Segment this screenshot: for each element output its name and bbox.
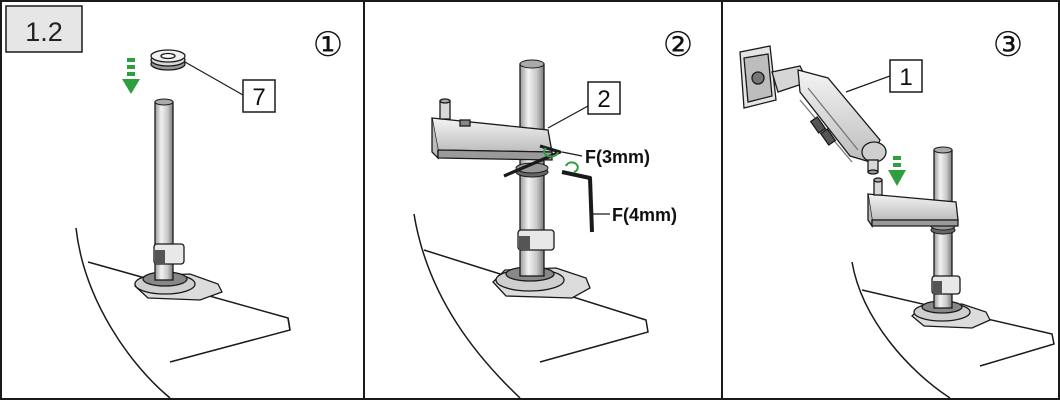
tool-label-3mm: F(3mm) — [585, 147, 650, 167]
pole — [930, 146, 961, 309]
hex-key-4mm — [561, 170, 594, 233]
part-number-2: 2 — [597, 86, 610, 113]
panel-3: ③ — [739, 26, 1055, 399]
part-number-7: 7 — [252, 84, 265, 111]
down-arrow — [888, 156, 906, 186]
leader-line-7 — [184, 61, 244, 96]
panel-1-step-number: ① — [313, 26, 343, 64]
step-label: 1.2 — [25, 17, 63, 47]
down-arrow — [122, 58, 140, 94]
clamp-base — [911, 300, 991, 329]
leader-line-1 — [845, 75, 891, 93]
panel-1: ① — [75, 26, 343, 399]
pole — [153, 98, 185, 281]
panel-2: ② — [413, 26, 693, 399]
gas-spring-arm-part-1 — [771, 65, 887, 175]
clamp-base — [134, 271, 223, 301]
extension-arm — [867, 177, 959, 229]
clamp-base — [492, 266, 591, 299]
panel-3-step-number: ③ — [993, 26, 1023, 64]
leader-line-2 — [547, 105, 589, 129]
rotation-arrow-icon — [543, 147, 579, 173]
vesa-plate — [739, 45, 777, 109]
pole — [515, 59, 555, 277]
part-callout-1: 1 — [889, 59, 923, 93]
tool-label-4mm: F(4mm) — [612, 205, 677, 225]
part-callout-2: 2 — [587, 81, 621, 115]
hex-key-3mm — [503, 144, 562, 178]
extension-arm-part-2 — [431, 98, 553, 161]
part-number-1: 1 — [899, 64, 912, 91]
step-label-box: 1.2 — [5, 5, 83, 53]
panel-2-step-number: ② — [663, 26, 693, 64]
leader-line-3mm — [561, 151, 583, 157]
washer-part-7 — [150, 49, 186, 71]
part-callout-7: 7 — [242, 79, 276, 113]
